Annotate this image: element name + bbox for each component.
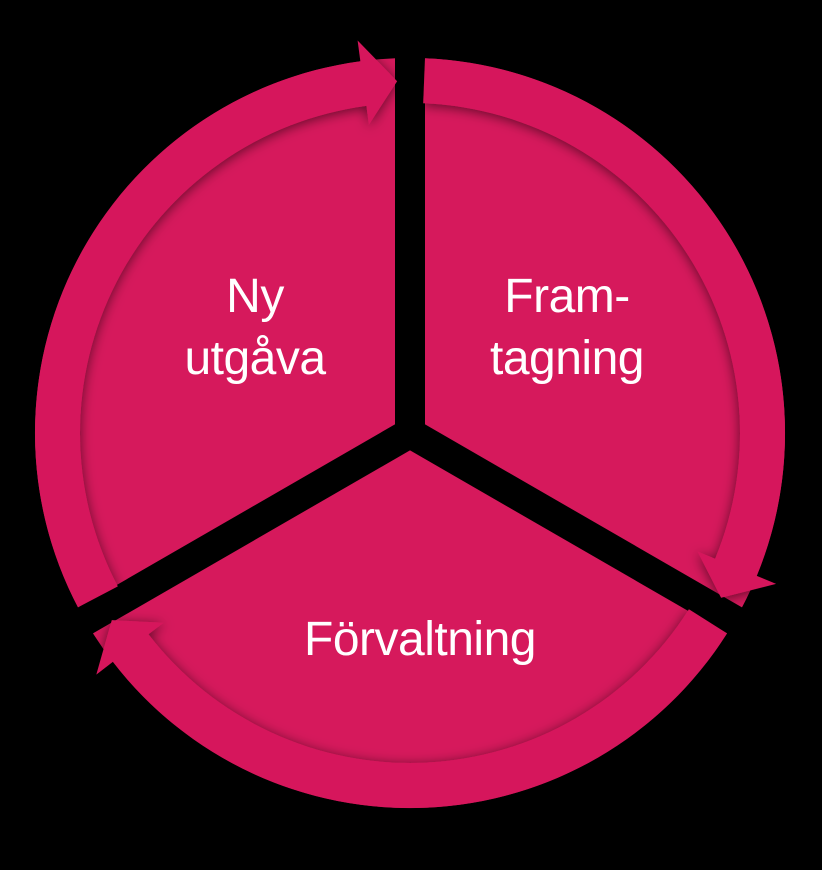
ring-arrow-ny-utgava-to-framtagning [35, 40, 398, 608]
gap-bar-bottom-left [402, 420, 803, 669]
ring-arrow-forvaltning-to-ny-utgava [96, 609, 728, 809]
ring-arrow-framtagning-to-forvaltning [423, 58, 785, 598]
gap-bar-top [17, 420, 418, 669]
ring-arrows [35, 40, 785, 809]
gap-bar-bottom-right [395, 0, 425, 433]
gap-bars [17, 0, 803, 669]
